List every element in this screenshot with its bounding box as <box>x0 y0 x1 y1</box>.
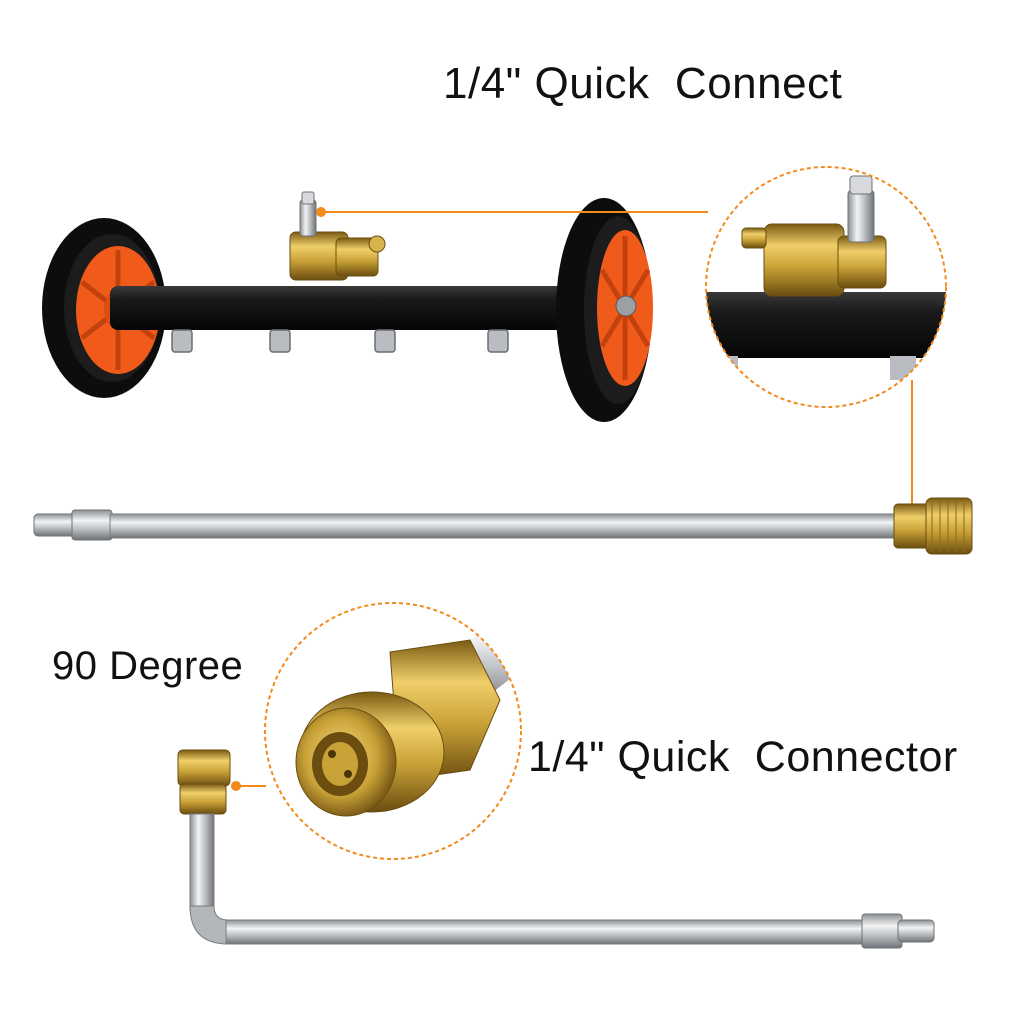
callout-line-bottom <box>231 781 266 791</box>
right-wheel <box>556 198 653 422</box>
zoom-callout-bottom <box>264 602 522 860</box>
water-broom <box>42 191 653 422</box>
quick-connect-label: 1/4" Quick Connect <box>443 59 843 108</box>
left-wheel <box>42 218 166 398</box>
zoom-callout-top <box>705 166 947 408</box>
broom-nozzles <box>171 329 509 353</box>
broom-pipe <box>110 286 580 330</box>
straight-wand <box>33 497 973 555</box>
callout-line-right <box>907 380 917 519</box>
quick-connector-label: 1/4" Quick Connector <box>528 733 958 781</box>
broom-inlet <box>289 191 386 281</box>
callout-line-top <box>316 207 708 217</box>
ninety-degree-label: 90 Degree <box>52 644 244 688</box>
angled-wand <box>177 749 935 949</box>
